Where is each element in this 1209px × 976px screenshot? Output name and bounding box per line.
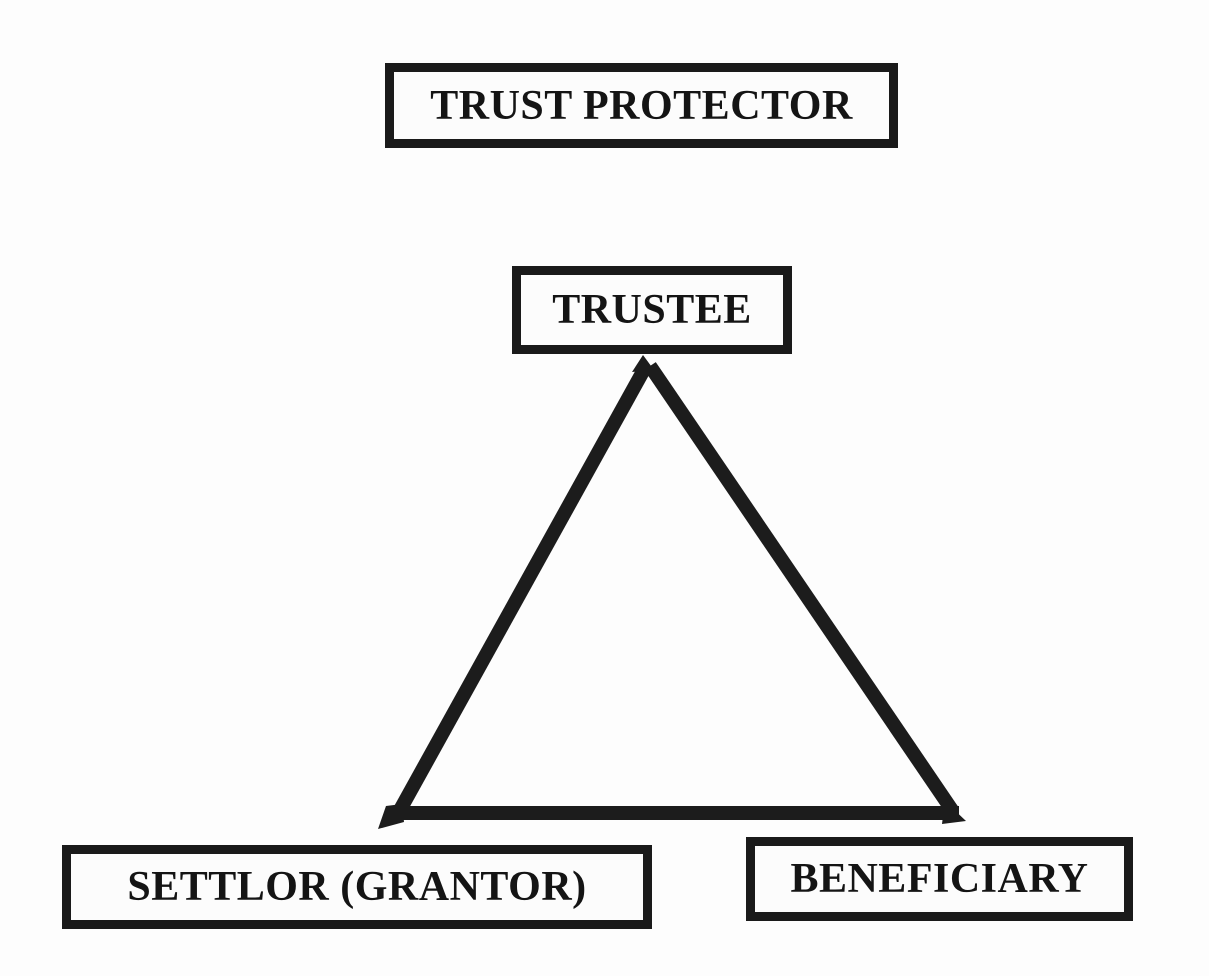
trust-protector-label: TRUST PROTECTOR bbox=[430, 82, 853, 129]
settlor-label: SETTLOR (GRANTOR) bbox=[127, 864, 587, 910]
trustee-label: TRUSTEE bbox=[552, 287, 752, 333]
beneficiary-box: BENEFICIARY bbox=[746, 837, 1133, 921]
triangle-left-corner-tip bbox=[378, 804, 404, 829]
trustee-box: TRUSTEE bbox=[512, 266, 792, 354]
settlor-box: SETTLOR (GRANTOR) bbox=[62, 845, 652, 929]
triangle-right-edge bbox=[644, 362, 958, 814]
trust-protector-box: TRUST PROTECTOR bbox=[385, 63, 898, 148]
triangle-left-edge bbox=[393, 362, 653, 814]
triangle-right-corner-tip bbox=[942, 804, 966, 824]
beneficiary-label: BENEFICIARY bbox=[790, 856, 1089, 902]
triangle-apex-tip bbox=[632, 355, 654, 372]
